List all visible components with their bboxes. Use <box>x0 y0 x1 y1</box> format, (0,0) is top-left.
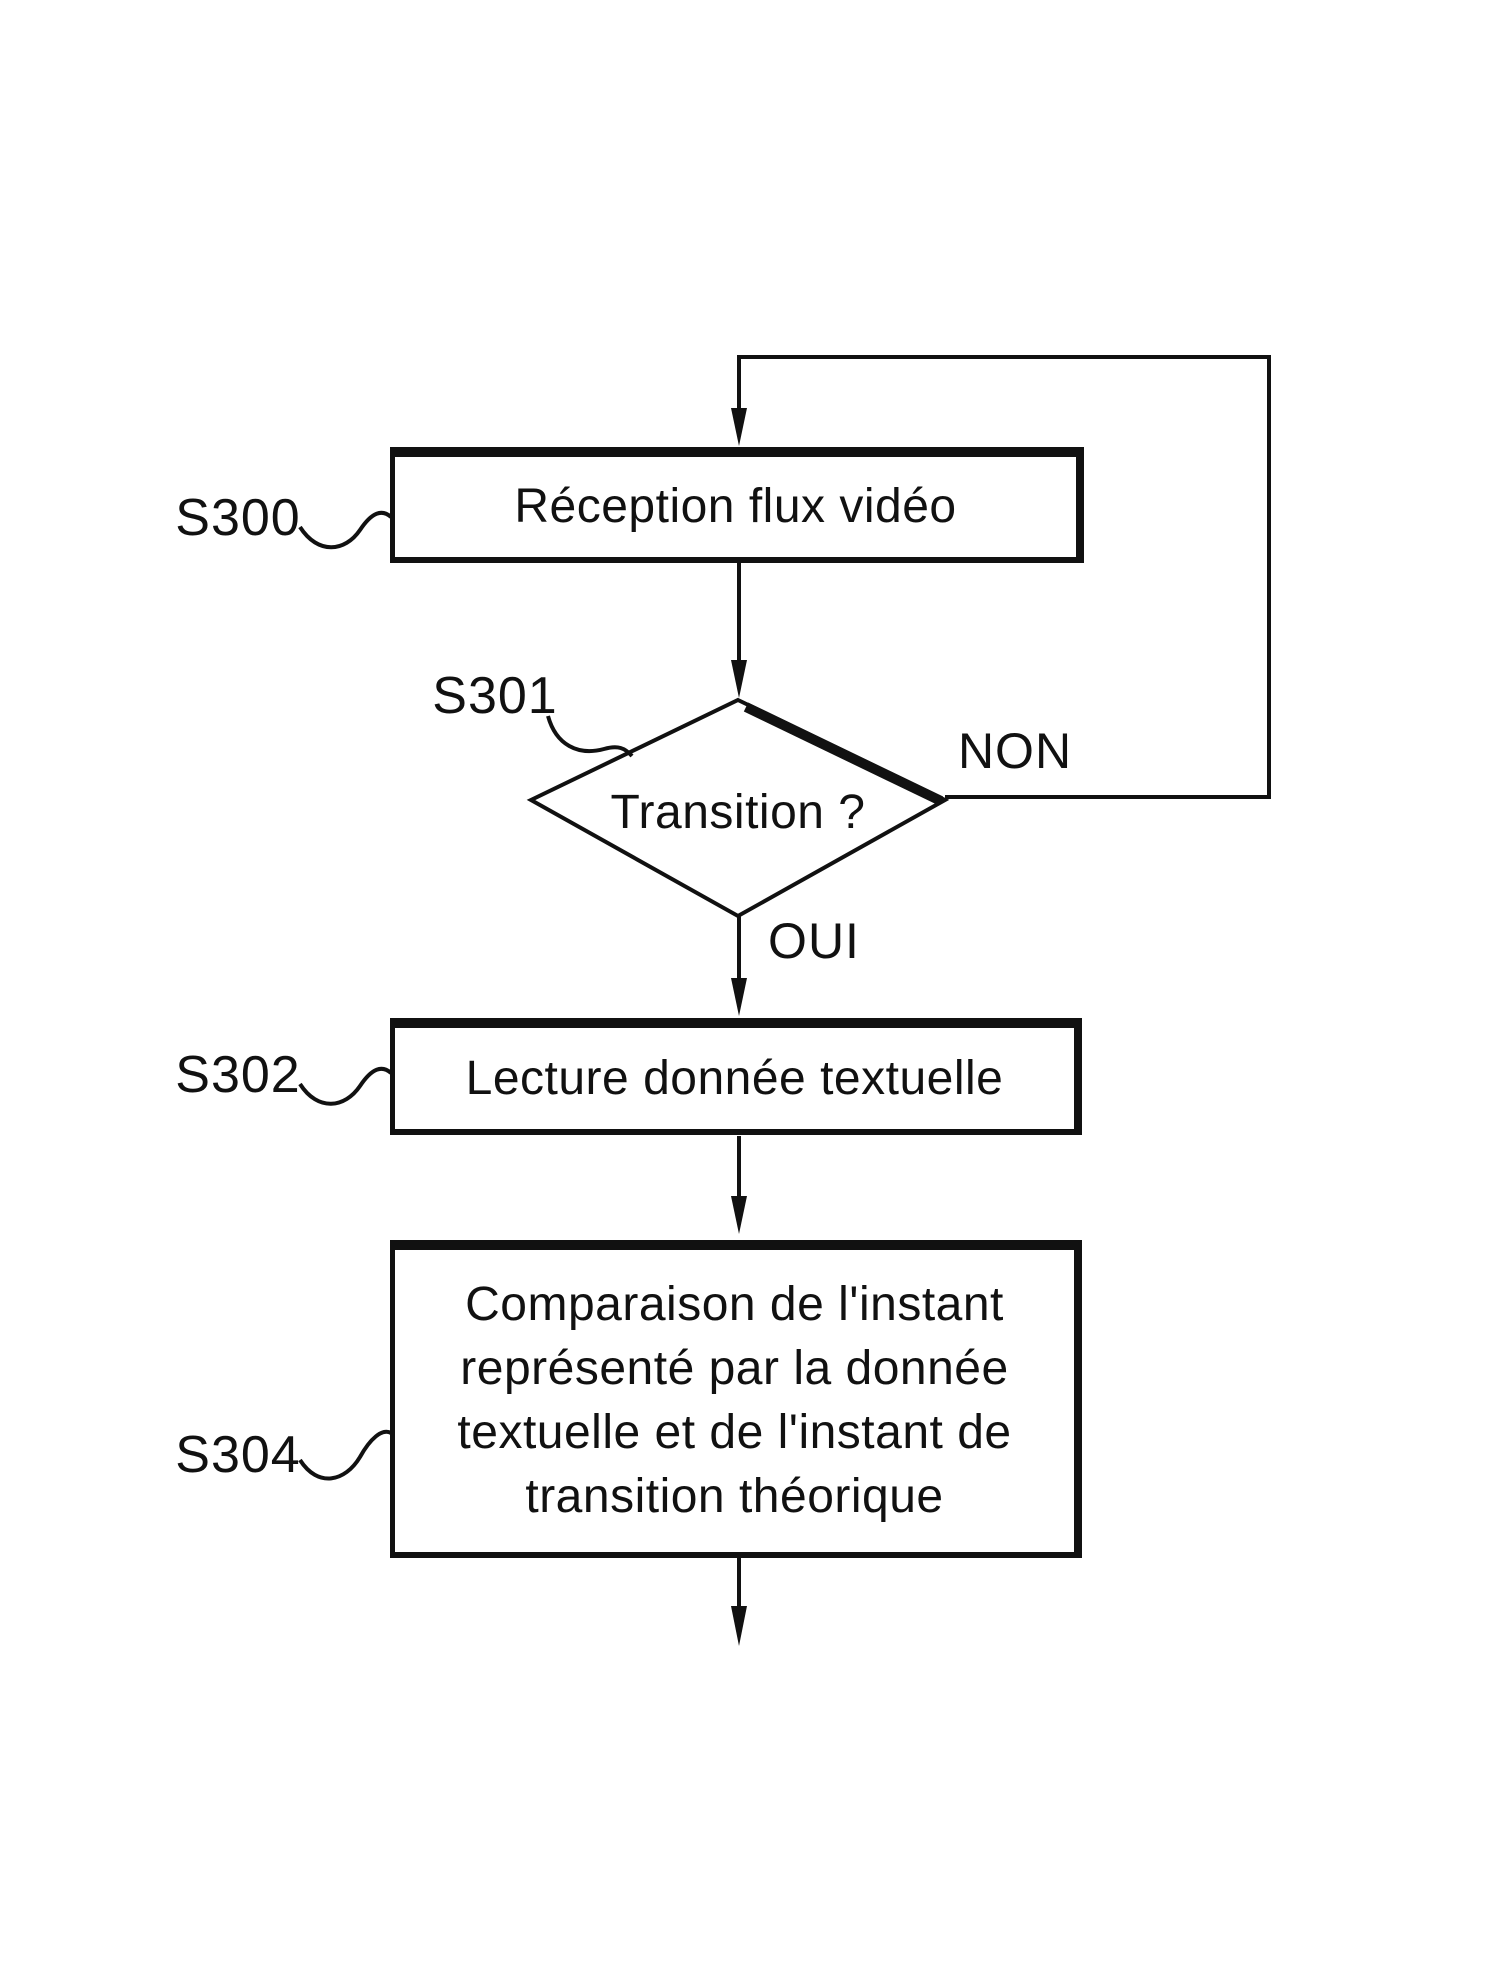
edge-s304-arrowhead-icon <box>731 1606 747 1646</box>
process-box-s300-label: Réception flux vidéo <box>514 480 957 533</box>
edge-s302-arrowhead-icon <box>731 1196 747 1234</box>
step-ref-s301: S301 <box>432 667 558 725</box>
loop-arrowhead-icon <box>731 408 747 446</box>
ref-connector-s300 <box>298 510 393 550</box>
step-ref-s304: S304 <box>175 1426 301 1484</box>
process-box-s302: Lecture donnée textuelle <box>390 1018 1082 1135</box>
step-ref-s302: S302 <box>175 1046 301 1104</box>
loop-back-line <box>737 355 1271 799</box>
ref-connector-s304 <box>298 1429 392 1481</box>
process-box-s304-label: Comparaison de l'instant représenté par … <box>457 1278 1012 1523</box>
decision-s301-label: Transition ? <box>610 785 866 839</box>
edge-s300-arrowhead-icon <box>731 660 747 698</box>
process-box-s302-label: Lecture donnée textuelle <box>465 1051 1004 1105</box>
process-box-s304: Comparaison de l'instant représenté par … <box>390 1240 1082 1558</box>
step-ref-s300: S300 <box>175 489 301 547</box>
edge-s301-arrowhead-icon <box>731 978 747 1016</box>
diamond-shadow-edge <box>743 702 944 806</box>
branch-label-non: NON <box>957 723 1073 779</box>
branch-label-oui: OUI <box>768 913 860 969</box>
ref-connector-s301 <box>546 715 634 758</box>
process-box-s300: Réception flux vidéo <box>390 447 1084 563</box>
ref-connector-s302 <box>298 1066 393 1106</box>
